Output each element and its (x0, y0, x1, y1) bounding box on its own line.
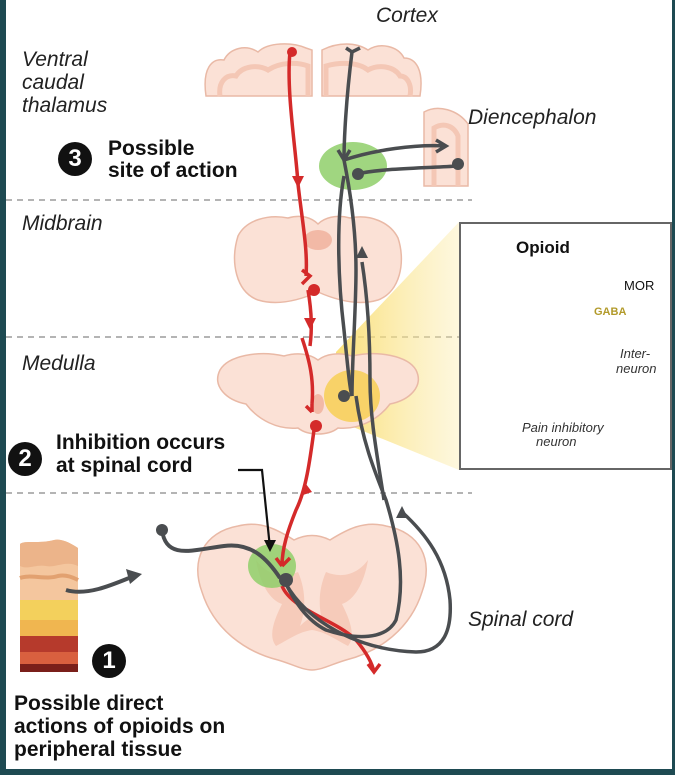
medulla-canal (312, 394, 324, 414)
step3-text-line1: Possible (108, 137, 195, 160)
thalamus-label-line3: thalamus (22, 94, 108, 117)
inset-mor-label: MOR (624, 278, 655, 293)
medulla-neuron (338, 390, 350, 402)
midbrain-relay-neuron (308, 284, 320, 296)
inset-opioid-label: Opioid (516, 238, 570, 257)
midbrain-label: Midbrain (22, 212, 103, 235)
grey-arrow-spinal (396, 506, 408, 518)
peripheral-nerve-upper (160, 529, 282, 580)
step2-pointer-line (238, 468, 272, 549)
inset-pain-line2: neuron (536, 434, 577, 449)
cortex-left-inner (217, 60, 311, 97)
spinal-dorsal-horn-neuron (279, 573, 293, 587)
peripheral-nerve-ending (156, 524, 168, 536)
step3-badge: 3 (58, 142, 92, 176)
step2-pointer-arrow (264, 540, 276, 552)
descending-pathway (284, 46, 459, 654)
inset-interneuron-line2: neuron (616, 361, 657, 376)
grey-arrow-midbrain (356, 246, 368, 258)
red-arrow-medulla (300, 484, 312, 496)
peripheral-nerve-lower (65, 574, 135, 594)
opioid-pathway-diagram (6, 43, 637, 675)
thalamus-label-line2: caudal (22, 71, 84, 94)
inset-box (459, 222, 672, 470)
step1-text-line3: peripheral tissue (14, 738, 183, 761)
thalamus-label-line1: Ventral (22, 48, 88, 71)
red-arrow-thalamus (292, 176, 304, 188)
cortex-label: Cortex (376, 4, 438, 27)
spinal-cord-label: Spinal cord (468, 608, 574, 631)
diagram-canvas: Cortex Ventral caudal thalamus Diencepha… (6, 0, 672, 769)
peripheral-tissue (19, 539, 79, 672)
midbrain-aqueduct (304, 230, 332, 250)
step1-text-line1: Possible direct (14, 692, 164, 715)
diencephalon-label: Diencephalon (468, 106, 597, 129)
thalamus-neuron (352, 168, 364, 180)
red-arrow-midbrain (304, 318, 316, 330)
medulla-relay-neuron (310, 420, 322, 432)
red-pathway-medulla (300, 337, 315, 405)
diencephalon-inner (431, 122, 461, 186)
inset-gaba-label: GABA (594, 306, 627, 318)
medulla-label: Medulla (22, 352, 96, 375)
cortex-left (204, 43, 313, 97)
step2-badge: 2 (8, 442, 42, 476)
cortex-right-inner (323, 60, 413, 97)
peripheral-arrow (126, 569, 142, 584)
diencephalon-neuron (452, 158, 464, 170)
cortex-neuron (287, 47, 297, 57)
inset-interneuron-line1: Inter- (620, 346, 651, 361)
step1-text-line2: actions of opioids on (14, 715, 226, 738)
inset-pain-line1: Pain inhibitory (522, 420, 604, 435)
step3-text-line2: site of action (108, 159, 238, 182)
thalamus-site-of-action (319, 142, 387, 190)
step2-text-line1: Inhibition occurs (56, 431, 226, 454)
step1-badge: 1 (92, 644, 126, 678)
step2-text-line2: at spinal cord (56, 454, 193, 477)
